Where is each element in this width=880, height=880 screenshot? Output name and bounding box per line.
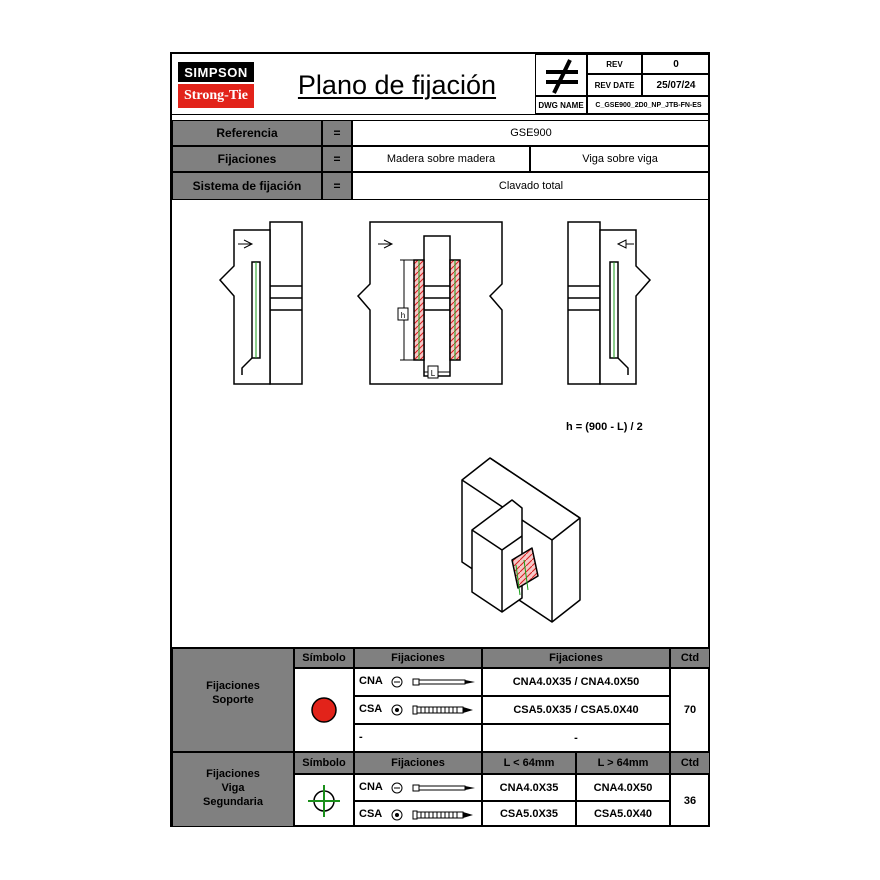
rev-date-value: 25/07/24 <box>642 74 710 96</box>
screw-icon <box>391 809 473 821</box>
section-view-center <box>356 221 503 385</box>
table1-spec-cna: CNA4.0X35 / CNA4.0X50 <box>482 668 670 696</box>
side-view-left <box>218 221 303 385</box>
table1-qty: 70 <box>670 668 710 752</box>
col-ctd: Ctd <box>670 752 710 774</box>
col-ctd: Ctd <box>670 648 710 668</box>
nail-icon <box>391 782 475 794</box>
nail-icon <box>391 676 475 688</box>
col-fijaciones: Fijaciones <box>354 752 482 774</box>
symbol-red-dot <box>294 668 354 752</box>
info-label-sistema: Sistema de fijación <box>172 172 322 200</box>
table1-spec-empty: - <box>482 724 670 752</box>
info-value-madera: Madera sobre madera <box>352 146 530 172</box>
info-value-referencia: GSE900 <box>352 120 710 146</box>
col-fijaciones: Fijaciones <box>354 648 482 668</box>
col-fijaciones: Fijaciones <box>482 648 670 668</box>
table2-cna-l2: CNA4.0X50 <box>576 774 670 801</box>
table1-row-csa: CSA <box>354 696 482 724</box>
info-label-fijaciones: Fijaciones <box>172 146 322 172</box>
col-symbol: Símbolo <box>294 752 354 774</box>
formula: h = (900 - L) / 2 <box>566 421 643 433</box>
side-view-right <box>567 221 652 385</box>
dwg-name-value: C_GSE900_2D0_NP_JTB-FN-ES <box>587 96 710 114</box>
col-l-less-64: L < 64mm <box>482 752 576 774</box>
table1-spec-csa: CSA5.0X35 / CSA5.0X40 <box>482 696 670 724</box>
drawing-sheet: SIMPSON Strong-Tie Plano de fijación DWG… <box>170 52 710 827</box>
symbol-crosshair <box>294 774 354 827</box>
table2-row-csa: CSA <box>354 801 482 827</box>
dim-h: h <box>401 311 405 320</box>
logo-strong-tie: Strong-Tie <box>178 84 254 108</box>
info-label-referencia: Referencia <box>172 120 322 146</box>
info-eq: = <box>322 120 352 146</box>
isometric-view <box>461 457 581 623</box>
page-title: Plano de fijación <box>297 69 497 100</box>
screw-icon <box>391 704 473 716</box>
col-symbol: Símbolo <box>294 648 354 668</box>
table1-row-cna: CNA <box>354 668 482 696</box>
table2-csa-l2: CSA5.0X40 <box>576 801 670 827</box>
table1-row-header: Fijaciones Soporte <box>172 648 294 752</box>
table2-row-cna: CNA <box>354 774 482 801</box>
info-eq: = <box>322 172 352 200</box>
rev-date-label: REV DATE <box>587 74 642 96</box>
table1-row-empty: - <box>354 724 482 752</box>
info-value-viga: Viga sobre viga <box>530 146 710 172</box>
dim-l: L <box>431 369 436 378</box>
table2-qty: 36 <box>670 774 710 827</box>
table2-csa-l1: CSA5.0X35 <box>482 801 576 827</box>
info-value-sistema: Clavado total <box>352 172 710 200</box>
technical-drawing: h L h = (900 - L) / 2 <box>172 200 710 648</box>
rev-value: 0 <box>642 54 710 74</box>
rev-label: REV <box>587 54 642 74</box>
table2-row-header: Fijaciones Viga Segundaria <box>172 752 294 827</box>
dwg-name-label: DWG NAME <box>535 96 587 114</box>
not-equal-icon <box>535 54 587 96</box>
info-eq: = <box>322 146 352 172</box>
logo-simpson: SIMPSON <box>178 62 254 82</box>
col-l-more-64: L > 64mm <box>576 752 670 774</box>
table2-cna-l1: CNA4.0X35 <box>482 774 576 801</box>
